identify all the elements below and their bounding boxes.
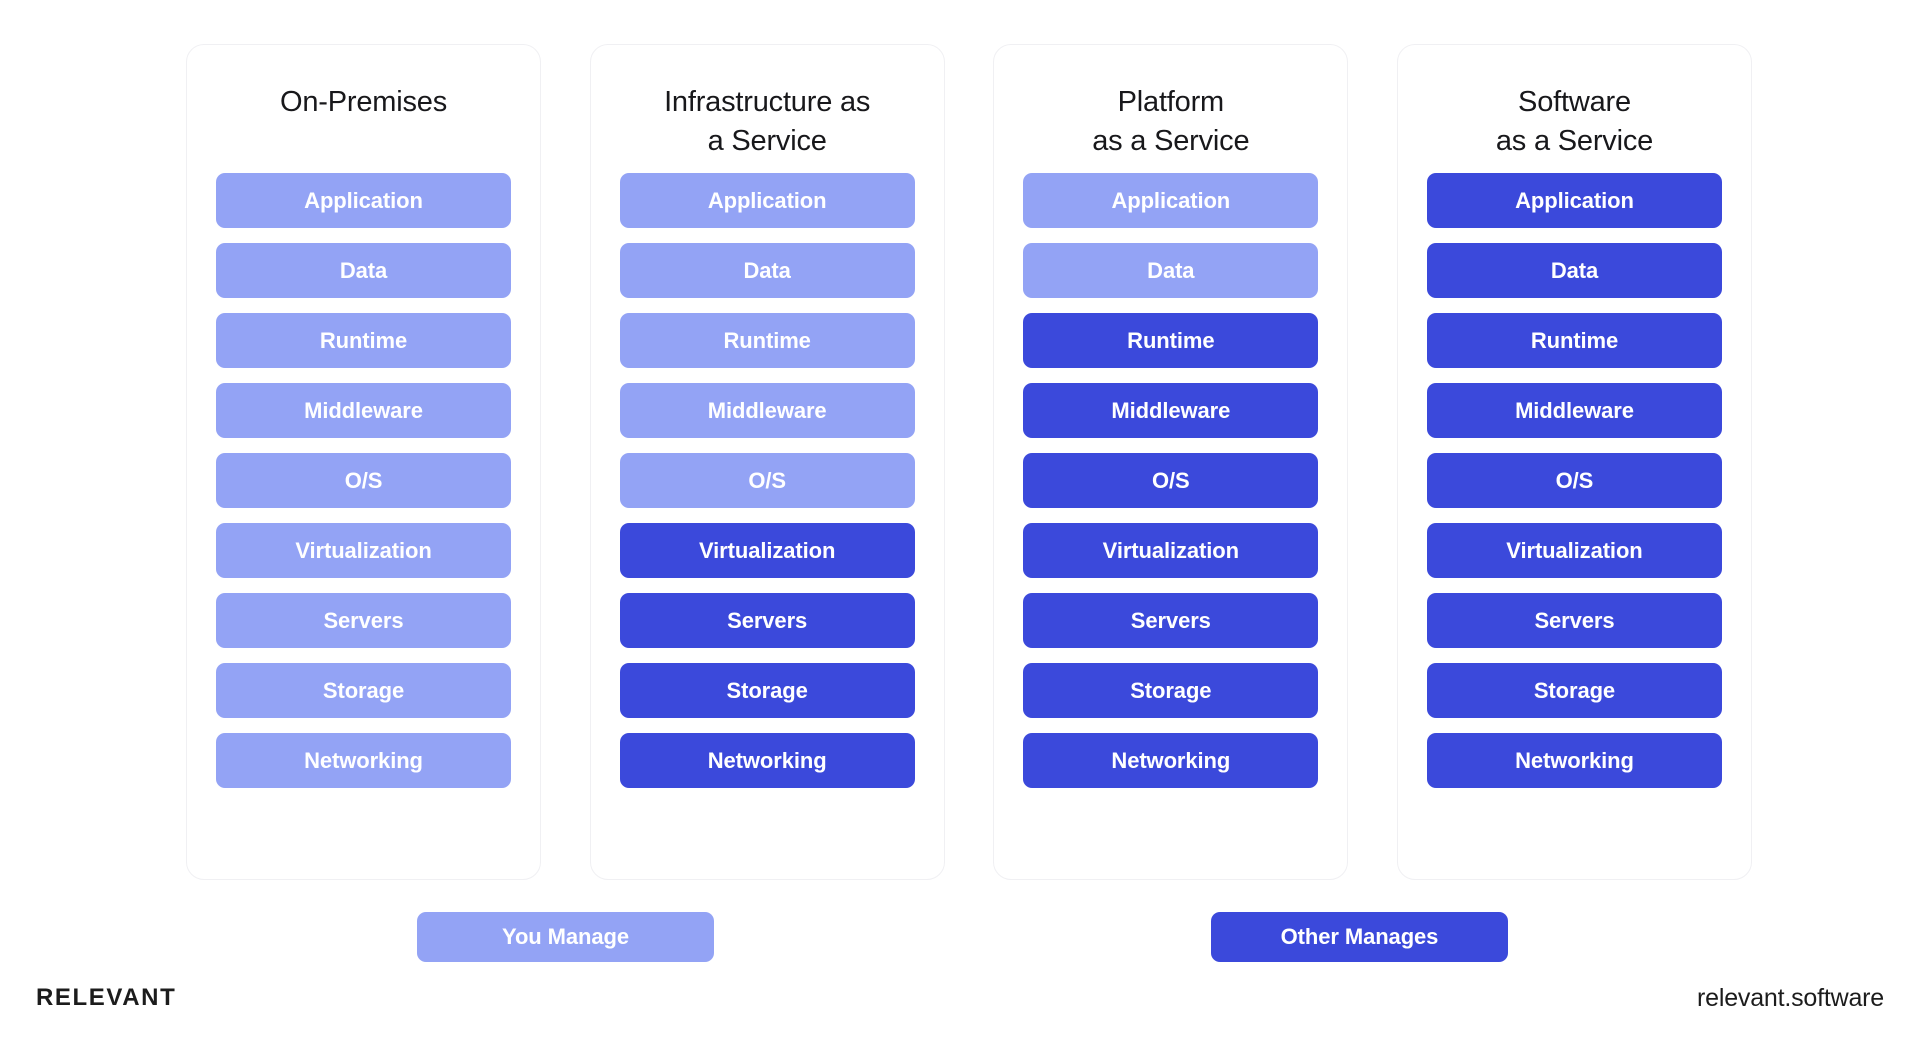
- layer-bar[interactable]: Middleware: [216, 383, 511, 438]
- layer-bar[interactable]: O/S: [1023, 453, 1319, 508]
- layer-bar[interactable]: Storage: [1426, 663, 1722, 718]
- footer: RELEVANT relevant.software: [0, 984, 1920, 1026]
- layer-bar[interactable]: Servers: [619, 593, 915, 648]
- layer-bar[interactable]: Data: [1426, 243, 1722, 298]
- layer-bar[interactable]: Servers: [216, 593, 511, 648]
- model-card-title: Software as a Service: [1495, 86, 1654, 157]
- layer-bar[interactable]: Networking: [216, 733, 511, 788]
- model-card-title: On-Premises: [280, 86, 447, 118]
- model-card-title: Platform as a Service: [1092, 86, 1250, 157]
- layer-bar[interactable]: Runtime: [216, 313, 511, 368]
- layer-bar[interactable]: Middleware: [1023, 383, 1319, 438]
- layer-bar[interactable]: Storage: [1023, 663, 1319, 718]
- layer-bar[interactable]: Storage: [216, 663, 511, 718]
- layer-bar[interactable]: Data: [216, 243, 511, 298]
- layer-bar[interactable]: Servers: [1023, 593, 1319, 648]
- layer-bar[interactable]: Networking: [1426, 733, 1722, 788]
- layer-bar[interactable]: Runtime: [619, 313, 915, 368]
- layer-bar[interactable]: O/S: [619, 453, 915, 508]
- brand-website[interactable]: relevant.software: [1697, 984, 1884, 1012]
- brand-logo: RELEVANT: [36, 984, 177, 1011]
- layer-bar[interactable]: Runtime: [1426, 313, 1722, 368]
- layer-bar[interactable]: Virtualization: [619, 523, 915, 578]
- layer-bar[interactable]: Middleware: [1426, 383, 1722, 438]
- legend-you-manage[interactable]: You Manage: [417, 912, 714, 962]
- layer-bar[interactable]: Storage: [619, 663, 915, 718]
- layer-bar[interactable]: Data: [1023, 243, 1319, 298]
- legend: You Manage Other Manages: [0, 912, 1920, 970]
- layer-bar[interactable]: Application: [619, 173, 915, 228]
- layer-bar[interactable]: Middleware: [619, 383, 915, 438]
- layer-bar[interactable]: Data: [619, 243, 915, 298]
- layer-bar[interactable]: Virtualization: [1426, 523, 1722, 578]
- layer-bar[interactable]: Runtime: [1023, 313, 1319, 368]
- layer-bar[interactable]: Networking: [619, 733, 915, 788]
- layer-bar[interactable]: Application: [216, 173, 511, 228]
- layer-bar[interactable]: Virtualization: [216, 523, 511, 578]
- layer-bar[interactable]: Virtualization: [1023, 523, 1319, 578]
- legend-other-manages[interactable]: Other Manages: [1211, 912, 1508, 962]
- layer-bar[interactable]: Application: [1426, 173, 1722, 228]
- layer-bar[interactable]: Networking: [1023, 733, 1319, 788]
- layer-bar[interactable]: Servers: [1426, 593, 1722, 648]
- layer-bar[interactable]: Application: [1023, 173, 1319, 228]
- layer-bar[interactable]: O/S: [216, 453, 511, 508]
- model-card-title: Infrastructure as a Service: [664, 86, 871, 157]
- layer-bar[interactable]: O/S: [1426, 453, 1722, 508]
